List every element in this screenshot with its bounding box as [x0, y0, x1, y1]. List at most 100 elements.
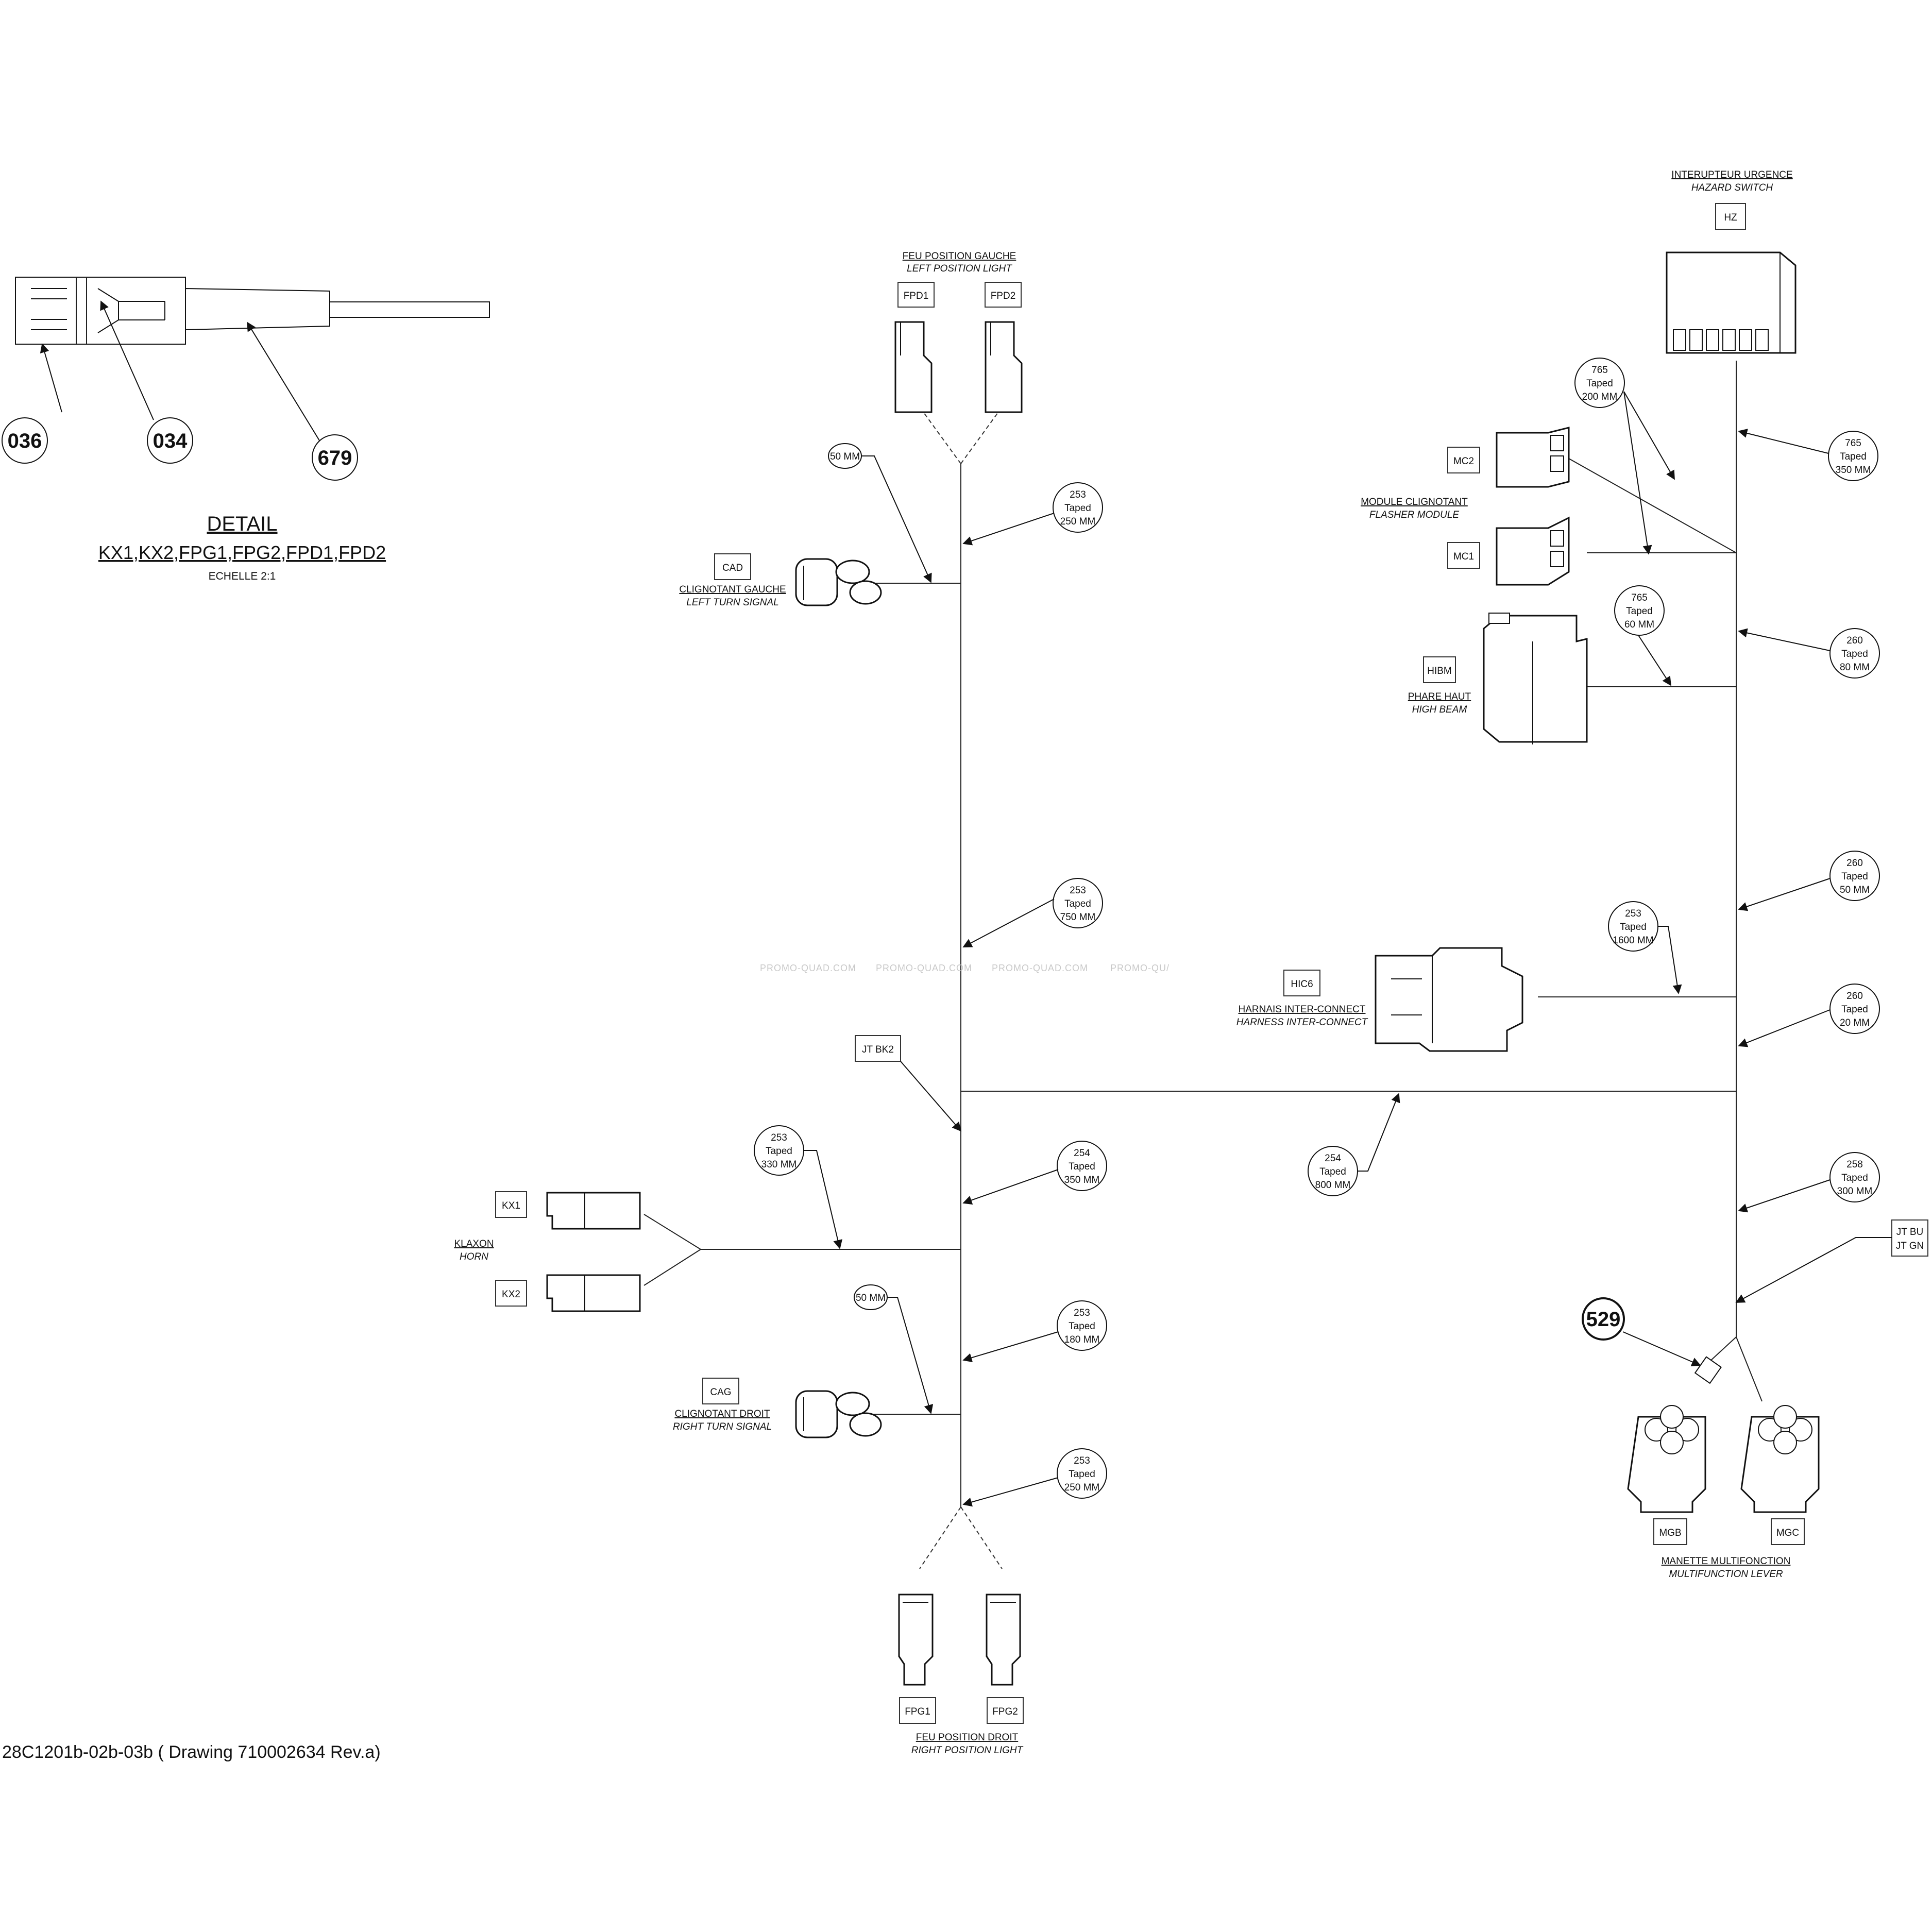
fpd-title-fr: FEU POSITION GAUCHE [903, 251, 1016, 262]
svg-text:Taped: Taped [1840, 451, 1867, 462]
jtbk2-group: JT BK2 [855, 1035, 962, 1132]
length-260-20: 260 Taped 20 MM [1738, 984, 1880, 1047]
callout-529-label: 529 [1586, 1308, 1621, 1331]
length-254-800: 254 Taped 800 MM [1308, 1093, 1400, 1196]
fpd1-connector [894, 321, 933, 413]
cad-title-fr: CLIGNOTANT GAUCHE [679, 584, 786, 595]
fpd-title-en: LEFT POSITION LIGHT [907, 263, 1012, 274]
svg-text:Taped: Taped [1626, 606, 1653, 617]
cad-title-en: LEFT TURN SIGNAL [686, 597, 778, 608]
hz-pin-row [1673, 329, 1769, 351]
svg-text:253: 253 [1074, 1455, 1090, 1466]
svg-text:Taped: Taped [1586, 378, 1613, 389]
hic6-title-en: HARNESS INTER-CONNECT [1236, 1017, 1368, 1028]
hibm-connector [1483, 615, 1588, 743]
svg-text:Taped: Taped [1069, 1161, 1095, 1172]
kx2-connector [546, 1274, 641, 1312]
svg-text:258: 258 [1846, 1159, 1863, 1170]
svg-text:350 MM: 350 MM [1064, 1175, 1100, 1185]
fpg1-box [899, 1697, 936, 1724]
mgb-label: MGB [1659, 1528, 1681, 1538]
length-765-60: 765 Taped 60 MM [1614, 585, 1671, 686]
hibm-label: HIBM [1427, 666, 1452, 676]
mg-title-en: MULTIFUNCTION LEVER [1669, 1569, 1783, 1580]
drawing-reference: 28C1201b-02b-03b ( Drawing 710002634 Rev… [2, 1742, 381, 1762]
label-50mm-top: 50 MM [828, 443, 932, 583]
hibm-title-fr: PHARE HAUT [1408, 691, 1471, 702]
callout-679 [312, 434, 358, 481]
cad-box [714, 553, 751, 580]
svg-text:200 MM: 200 MM [1582, 392, 1618, 402]
cad-connector [795, 558, 838, 606]
left-trunk [643, 406, 1736, 1569]
horn-title-en: HORN [460, 1251, 488, 1262]
length-253-250-top: 253 Taped 250 MM [962, 482, 1103, 546]
jtbk2-box [855, 1035, 901, 1062]
mgc-label: MGC [1776, 1528, 1799, 1538]
svg-text:765: 765 [1631, 592, 1648, 603]
detail-wire-sleeve [185, 287, 330, 331]
hic6-title-fr: HARNAIS INTER-CONNECT [1238, 1004, 1365, 1015]
horn-group: KX1 KX2 KLAXON HORN [454, 1191, 641, 1312]
fpd2-box [985, 282, 1022, 308]
svg-text:254: 254 [1325, 1153, 1341, 1164]
cag-group: CAG CLIGNOTANT DROIT RIGHT TURN SIGNAL [673, 1378, 882, 1438]
svg-text:180 MM: 180 MM [1064, 1334, 1100, 1345]
detail-title: DETAIL [207, 513, 277, 535]
svg-text:1600 MM: 1600 MM [1613, 935, 1653, 946]
svg-text:350 MM: 350 MM [1836, 465, 1871, 476]
svg-text:Taped: Taped [1064, 899, 1091, 909]
hibm-box [1423, 656, 1456, 683]
label-50mm-bottom: 50 MM [854, 1284, 934, 1414]
fpd2-label: FPD2 [991, 291, 1016, 301]
hazard-switch-group: INTERUPTEUR URGENCE HAZARD SWITCH HZ [1666, 170, 1797, 354]
mgb-box [1653, 1518, 1687, 1545]
fpg2-label: FPG2 [992, 1706, 1018, 1717]
mgc-box [1771, 1518, 1805, 1545]
svg-text:50 MM: 50 MM [1840, 885, 1870, 895]
cad-group: CAD CLIGNOTANT GAUCHE LEFT TURN SIGNAL [679, 553, 882, 608]
mg-splice [1694, 1356, 1722, 1384]
hibm-title-en: HIGH BEAM [1412, 704, 1467, 715]
cad-label: CAD [722, 563, 743, 573]
cag-title-en: RIGHT TURN SIGNAL [673, 1421, 772, 1432]
cad-bulb-bottom [849, 580, 882, 605]
jtbu-line2: JT GN [1896, 1241, 1924, 1251]
mc-title-en: FLASHER MODULE [1369, 510, 1460, 520]
svg-text:Taped: Taped [1841, 871, 1868, 882]
mc2-box [1447, 447, 1480, 473]
svg-text:Taped: Taped [1841, 1004, 1868, 1015]
length-260-80: 260 Taped 80 MM [1738, 628, 1880, 679]
svg-text:Taped: Taped [1064, 503, 1091, 514]
jtbu-group: JT BU JT GN [1735, 1219, 1928, 1303]
flasher-module-group: MC2 MODULE CLIGNOTANT FLASHER MODULE MC1 [1361, 427, 1570, 586]
svg-text:260: 260 [1846, 991, 1863, 1002]
multifunction-lever-group: 529 MGB MGC MANETTE MULTIFONCTION MULTIF… [1582, 1297, 1820, 1580]
horn-title-fr: KLAXON [454, 1239, 494, 1249]
length-254-350: 254 Taped 350 MM [962, 1141, 1107, 1205]
hz-connector [1666, 251, 1797, 354]
callout-036 [2, 417, 48, 464]
svg-text:Taped: Taped [1069, 1469, 1095, 1480]
callout-529 [1582, 1297, 1625, 1341]
mc1-box [1447, 542, 1480, 569]
fpg-title-fr: FEU POSITION DROIT [916, 1732, 1019, 1743]
detail-scale: ECHELLE 2:1 [209, 570, 276, 582]
length-253-1600: 253 Taped 1600 MM [1608, 901, 1682, 994]
svg-text:Taped: Taped [1620, 922, 1647, 933]
svg-text:20 MM: 20 MM [1840, 1018, 1870, 1028]
svg-text:Taped: Taped [1069, 1321, 1095, 1332]
jtbk2-label: JT BK2 [862, 1044, 894, 1055]
hic6-connector [1375, 947, 1523, 1052]
length-765-350: 765 Taped 350 MM [1738, 429, 1878, 481]
mc2-label: MC2 [1453, 456, 1474, 467]
cag-box [702, 1378, 739, 1404]
fpg-title-en: RIGHT POSITION LIGHT [911, 1745, 1024, 1756]
fpd2-connector [985, 321, 1023, 413]
svg-text:PROMO-QUAD.COM: PROMO-QUAD.COM [992, 963, 1088, 973]
hz-title-en: HAZARD SWITCH [1691, 182, 1773, 193]
right-trunk [1538, 361, 1762, 1402]
svg-text:Taped: Taped [1841, 1173, 1868, 1183]
fpg1-connector [898, 1594, 934, 1686]
